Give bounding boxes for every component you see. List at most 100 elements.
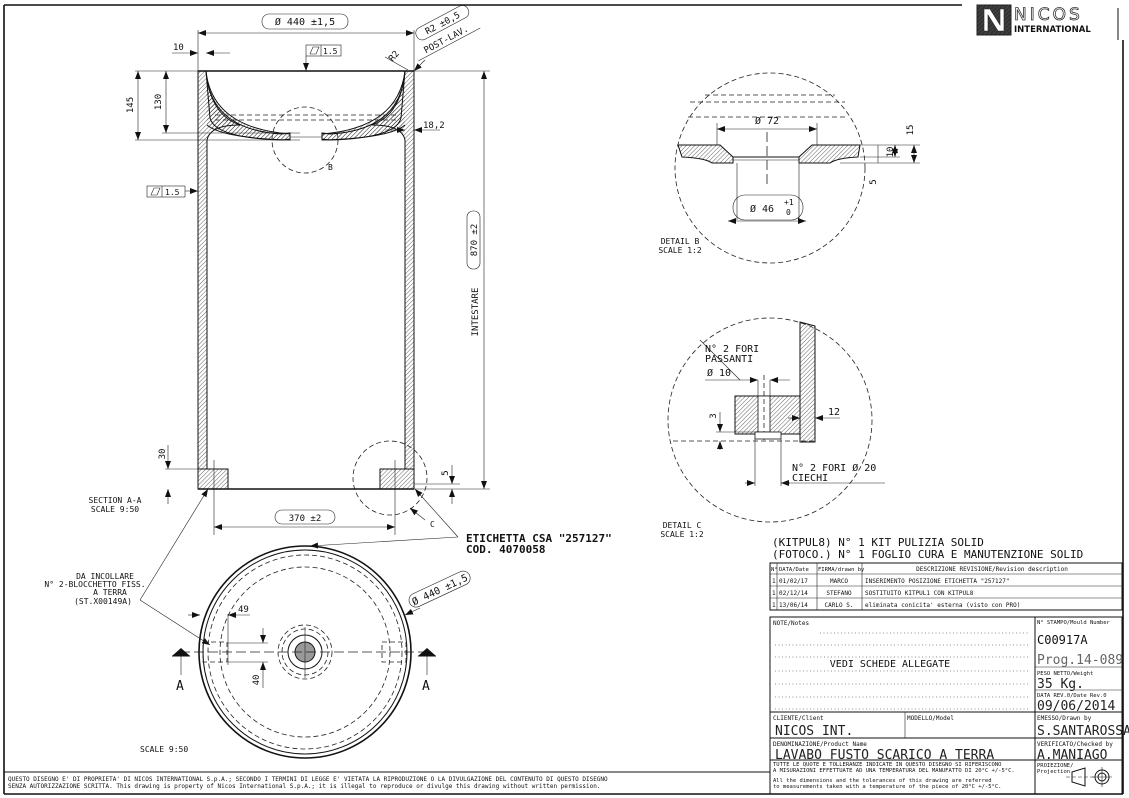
cut-label-right: A — [422, 679, 430, 694]
table-row: 1 01/02/17 MARCO INSERIMENTO POSIZIONE E… — [772, 578, 1010, 585]
section-title: SECTION A-A — [89, 496, 142, 505]
rev-no: 1 — [772, 602, 776, 609]
weight-label: PESO NETTO/Weight — [1037, 671, 1093, 677]
rev-description: INSERIMENTO POSIZIONE ETICHETTA "257127" — [865, 578, 1010, 585]
dim-15: 15 — [906, 125, 916, 136]
section-a-a: B C Ø 440 ±1,5 R2 ±0,5 POST-LAV. R2 10 1… — [89, 5, 490, 535]
kit-note: (KITPUL8) N° 1 KIT PULIZIA SOLID — [772, 536, 984, 549]
dim-40: 40 — [252, 675, 262, 686]
drawn-label: EMESSO/Drawn by — [1037, 715, 1092, 722]
dim-r2: R2 — [387, 49, 402, 64]
dim-5-detail-b: 5 — [869, 179, 879, 184]
table-row: 1 02/12/14 STEFANO SOSTITUITO KITPUL1 CO… — [772, 590, 974, 597]
detail-b-title: DETAIL B — [661, 237, 700, 246]
mould-label: N° STAMPO/Mould Number — [1037, 620, 1111, 626]
client-value: NICOS INT. — [775, 724, 853, 739]
date-label: DATA REV.0/Date Rev.0 — [1037, 693, 1107, 699]
glue-note-line: (ST.X00149A) — [74, 597, 132, 606]
detail-b: Ø 72 Ø 46 +1 0 15 10 5 DETAIL B SCALE 1:… — [658, 72, 920, 264]
flatness-side: 1.5 — [165, 188, 180, 197]
glue-note-line: DA INCOLLARE — [76, 572, 134, 581]
dim-height-130: 130 — [154, 94, 164, 110]
holes-blind-note: N° 2 FORI Ø 20 — [792, 462, 876, 474]
rev-author: CARLO S. — [825, 602, 854, 609]
dim-12: 12 — [828, 407, 840, 418]
prog-number: Prog.14-089 — [1037, 653, 1123, 668]
detail-b-tag: B — [328, 163, 333, 172]
notes-text: VEDI SCHEDE ALLEGATE — [830, 659, 950, 670]
rev-description: eliminata conicita' esterna (visto con P… — [865, 602, 1020, 609]
detail-c-title: DETAIL C — [663, 521, 702, 530]
rev-no: 1 — [772, 578, 776, 585]
rev-header: N° — [771, 567, 778, 573]
detail-c: N° 2 FORI PASSANTI Ø 10 3 12 N° 2 FORI Ø… — [660, 317, 885, 539]
tolerance-note-it: TUTTE LE QUOTE E TOLLERANZE INDICATE IN … — [773, 762, 1001, 768]
weight-value: 35 Kg. — [1037, 677, 1084, 692]
flatness-top: 1.5 — [323, 47, 338, 56]
label-line1: ETICHETTA CSA "257127" — [466, 532, 612, 545]
notes-label: NOTE/Notes — [773, 620, 810, 627]
rev-author: STEFANO — [826, 590, 852, 597]
revision-table: N° DATA/Date FIRMA/drawn by DESCRIZIONE … — [769, 562, 1123, 611]
rev-description: SOSTITUITO KITPUL1 CON KITPUL8 — [865, 590, 974, 597]
dim-diameter-440: Ø 440 ±1,5 — [275, 16, 335, 28]
dim-18-2: 18,2 — [423, 121, 445, 131]
dim-height-145: 145 — [126, 97, 136, 113]
dim-370: 370 ±2 — [289, 514, 322, 524]
dim-diameter-72: Ø 72 — [755, 115, 779, 127]
dim-diameter-46: Ø 46 — [750, 203, 774, 215]
logo-sub: INTERNATIONAL — [1014, 25, 1091, 35]
detail-b-scale: SCALE 1:2 — [658, 246, 702, 255]
plan-scale: SCALE 9:50 — [140, 745, 188, 754]
rev-date: 13/06/14 — [779, 602, 808, 609]
section-scale: SCALE 9:50 — [91, 505, 139, 514]
date-value: 09/06/2014 — [1037, 699, 1115, 714]
tol-upper: +1 — [784, 198, 794, 207]
holes-blind-note: CIECHI — [792, 473, 828, 484]
detail-c-tag: C — [430, 520, 435, 529]
rev-date: 01/02/17 — [779, 578, 808, 585]
kit-note: (FOTOCO.) N° 1 FOGLIO CURA E MANUTENZION… — [772, 548, 1083, 561]
title-block: NOTE/Notes VEDI SCHEDE ALLEGATE N° STAMP… — [4, 616, 1129, 795]
glue-note-line: N° 2-BLOCCHETTO FISS. — [44, 580, 145, 589]
holes-through-note: PASSANTI — [705, 354, 753, 365]
product-label: DENOMINAZIONE/Product Name — [773, 741, 867, 748]
glue-note: DA INCOLLARE N° 2-BLOCCHETTO FISS. A TER… — [44, 488, 211, 646]
rev-no: 1 — [772, 590, 776, 597]
projection-symbol-icon — [1066, 767, 1112, 787]
projection-label: PROIEZIONE/ — [1037, 763, 1073, 769]
tolerance-note-en: All the dimensions and the tolerances of… — [773, 778, 992, 784]
model-label: MODELLO/Model — [907, 715, 954, 722]
logo-brand: NICOS — [1014, 5, 1083, 25]
dim-10: 10 — [886, 147, 896, 158]
dim-5: 5 — [441, 470, 451, 475]
plan-diameter-440: Ø 440 ±1,5 — [410, 572, 470, 608]
rev-date: 02/12/14 — [779, 590, 808, 597]
copyright-line: QUESTO DISEGNO E' DI PROPRIETA' DI NICOS… — [8, 776, 608, 783]
tolerance-note-it: A MISURAZIONI EFFETTUATE AD UNA TEMPERAT… — [773, 768, 1015, 774]
checked-label: VERIFICATO/Checked by — [1037, 741, 1113, 748]
dim-wall-10: 10 — [173, 43, 184, 53]
rev-header: DATA/Date — [779, 567, 809, 573]
dim-49: 49 — [238, 605, 249, 615]
detail-c-scale: SCALE 1:2 — [660, 530, 704, 539]
rev-header: DESCRIZIONE REVISIONE/Revision descripti… — [916, 566, 1068, 573]
nicos-logo: NICOS INTERNATIONAL — [976, 4, 1091, 36]
rev-author: MARCO — [830, 578, 848, 585]
tolerance-note-en: to measurements taken with a temperature… — [773, 784, 1001, 790]
dim-height-870: 870 ±2 — [470, 224, 480, 257]
dim-30: 30 — [158, 449, 168, 460]
drawing-frame — [3, 4, 1124, 795]
checked-value: A.MANIAGO — [1037, 748, 1108, 763]
dim-3: 3 — [709, 413, 719, 418]
label-line2: COD. 4070058 — [466, 543, 545, 556]
copyright-line: SENZA AUTORIZZAZIONE SCRITTA. This drawi… — [8, 783, 600, 790]
label-callout: ETICHETTA CSA "257127" COD. 4070058 — [309, 488, 612, 556]
cut-label-left: A — [176, 679, 184, 694]
plan-view: A A 49 40 Ø 440 ±1,5 SCALE 9:50 — [140, 545, 471, 759]
table-row: 1 13/06/14 CARLO S. eliminata conicita' … — [772, 602, 1020, 609]
projection-label: Projection — [1037, 769, 1070, 775]
intestare-note: INTESTARE — [471, 288, 481, 337]
rev-header: FIRMA/drawn by — [818, 567, 865, 573]
